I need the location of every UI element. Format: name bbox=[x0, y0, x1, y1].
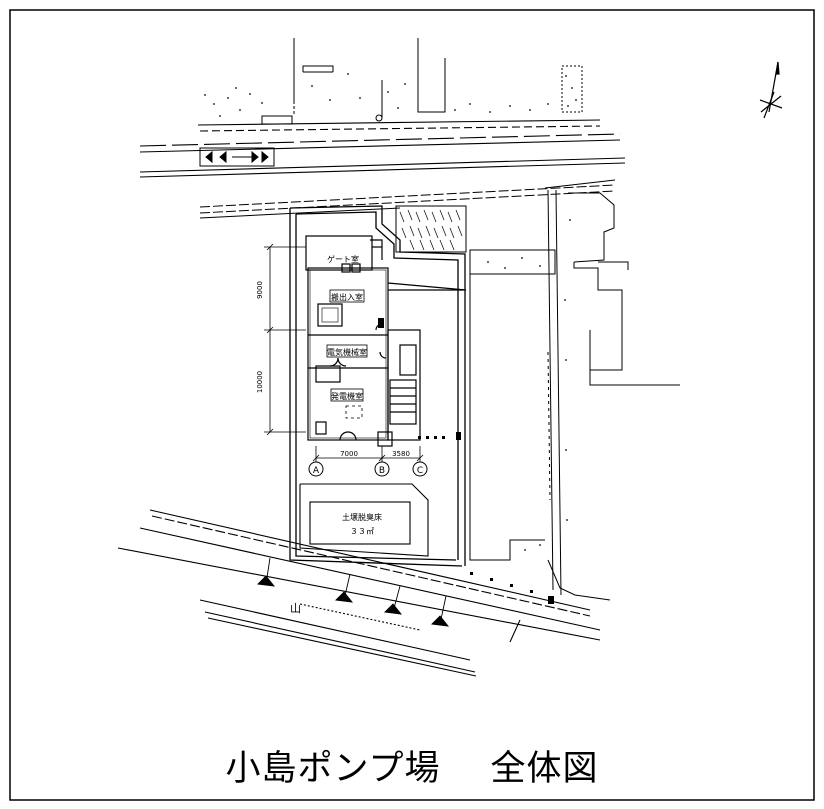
curb-lines bbox=[199, 179, 616, 219]
north-road bbox=[139, 119, 626, 178]
dimension-9000: 9000 bbox=[256, 281, 264, 299]
grid-label-c: C bbox=[417, 466, 423, 476]
dimension-7000: 7000 bbox=[340, 450, 358, 458]
building-dots bbox=[378, 318, 461, 440]
generator-unit-dashes bbox=[345, 405, 363, 419]
east-dots bbox=[487, 219, 571, 551]
room-label-electric: 電気機械室 bbox=[327, 347, 367, 357]
road-edge-dots bbox=[470, 572, 554, 604]
drawing-title: 小島ポンプ場 全体図 bbox=[0, 740, 824, 791]
dot-texture bbox=[204, 73, 577, 117]
pump-station-building bbox=[305, 235, 467, 447]
site-boundary bbox=[289, 205, 466, 567]
road-marking-label: 山 bbox=[290, 602, 301, 615]
grid-label-b: B bbox=[379, 466, 385, 476]
grid-label-a: A bbox=[313, 466, 320, 476]
sheet-border bbox=[9, 9, 815, 801]
room-label-frame bbox=[330, 388, 364, 402]
manhole-icon bbox=[375, 114, 383, 122]
slope-hatch bbox=[257, 557, 450, 627]
room-label-gate: ゲート室 bbox=[327, 254, 359, 264]
dimension-lines bbox=[264, 243, 424, 462]
soil-bed-label: 土壌脱臭床 bbox=[342, 512, 382, 522]
north-arrow-icon bbox=[759, 61, 783, 119]
soil-bed-area: ３３㎡ bbox=[350, 527, 374, 536]
dimension-10000: 10000 bbox=[256, 371, 264, 393]
soil-deodorization-bed bbox=[299, 483, 429, 557]
room-label-frame bbox=[326, 344, 368, 358]
dimension-3580: 3580 bbox=[392, 450, 410, 458]
title-sub: 全体図 bbox=[490, 749, 599, 789]
east-structures bbox=[469, 189, 680, 601]
landscape-hatch bbox=[395, 205, 467, 253]
room-label-generator: 発電機室 bbox=[331, 391, 363, 401]
room-label-inout: 搬出入室 bbox=[331, 292, 363, 302]
room-label-frame bbox=[329, 289, 365, 303]
grid-bubbles bbox=[308, 461, 428, 477]
road-arrow-marking bbox=[199, 147, 275, 167]
north-buildings bbox=[261, 38, 583, 125]
south-road bbox=[117, 509, 601, 677]
title-main: 小島ポンプ場 bbox=[225, 749, 441, 789]
